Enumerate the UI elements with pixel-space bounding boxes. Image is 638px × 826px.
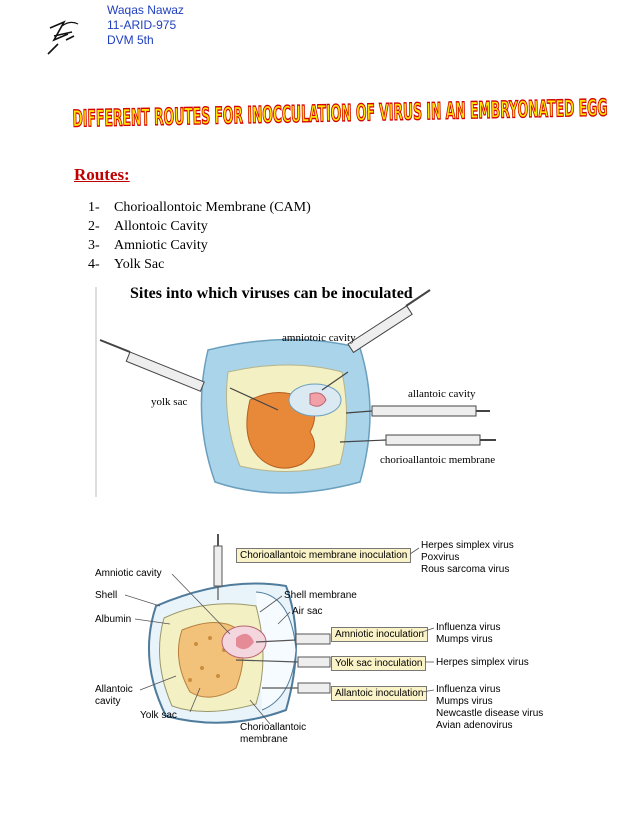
- label-chorioallantoic-membrane: chorioallantoic membrane: [380, 454, 495, 466]
- figure1-title: Sites into which viruses can be inoculat…: [130, 285, 413, 303]
- label-allantoic-inoculation: Allantoic inoculation: [331, 686, 427, 701]
- routes-list: 1-Chorioallontoic Membrane (CAM) 2-Allon…: [88, 198, 311, 274]
- virus-list-yolk-sac: Herpes simplex virus: [436, 657, 529, 669]
- label-shell-membrane: Shell membrane: [284, 590, 357, 602]
- label-amniotic-cavity: amniotoic cavity: [282, 332, 356, 344]
- virus-list-allantoic: Influenza virus Mumps virus Newcastle di…: [436, 684, 543, 732]
- virus-list-cam: Herpes simplex virus Poxvirus Rous sarco…: [421, 540, 514, 576]
- author-id: 11-ARID-975: [107, 18, 184, 33]
- label-air-sac: Air sac: [292, 606, 323, 618]
- label-cam-line2: membrane: [240, 734, 288, 746]
- author-program: DVM 5th: [107, 33, 184, 48]
- virus-list-amniotic: Influenza virus Mumps virus: [436, 622, 500, 646]
- author-block: Waqas Nawaz 11-ARID-975 DVM 5th: [107, 3, 184, 48]
- route-item: 3-Amniotic Cavity: [88, 236, 311, 255]
- label-albumin: Albumin: [95, 614, 131, 626]
- label-yolk-sac-2: Yolk sac: [140, 710, 177, 722]
- route-item: 1-Chorioallontoic Membrane (CAM): [88, 198, 311, 217]
- label-allantoic-cavity-line1: Allantoic: [95, 684, 133, 696]
- banner-title-text: DIFFERENT ROUTES FOR INOCCULATION OF VIR…: [72, 95, 607, 132]
- banner-title: DIFFERENT ROUTES FOR INOCCULATION OF VIR…: [70, 90, 610, 132]
- routes-heading: Routes:: [74, 165, 130, 185]
- route-item: 4-Yolk Sac: [88, 255, 311, 274]
- label-allantoic-cavity: allantoic cavity: [408, 388, 476, 400]
- label-shell: Shell: [95, 590, 117, 602]
- label-allantoic-cavity-line2: cavity: [95, 696, 121, 708]
- label-cam-inoculation: Chorioallantoic membrane inoculation: [236, 548, 411, 563]
- label-cam-line1: Chorioallantoic: [240, 722, 306, 734]
- label-amniotic-inoculation: Amniotic inoculation: [331, 627, 428, 642]
- signature: [44, 14, 86, 68]
- egg-diagram-sites: [90, 282, 560, 502]
- route-item: 2-Allontoic Cavity: [88, 217, 311, 236]
- label-yolk-sac: yolk sac: [151, 396, 187, 408]
- label-amniotic-cavity-2: Amniotic cavity: [95, 568, 162, 580]
- author-name: Waqas Nawaz: [107, 3, 184, 18]
- label-yolk-sac-inoculation: Yolk sac inoculation: [331, 656, 426, 671]
